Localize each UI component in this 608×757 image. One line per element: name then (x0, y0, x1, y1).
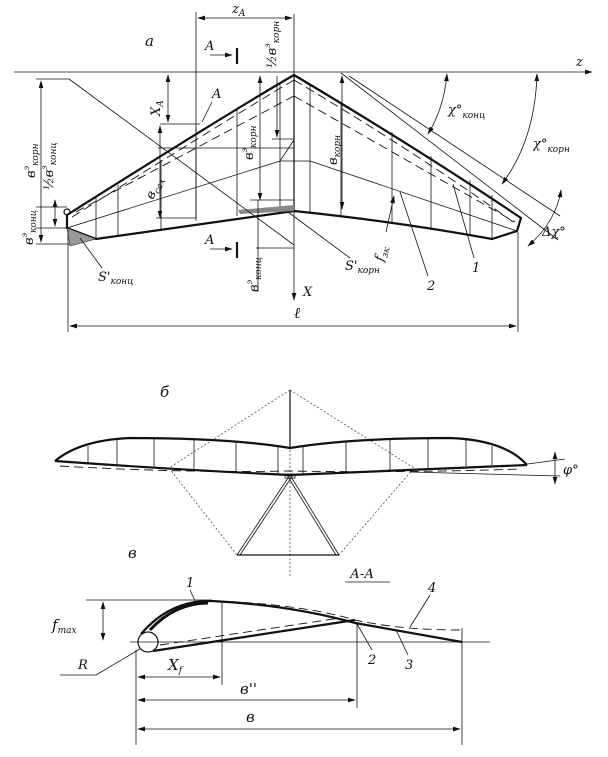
leading-edge-dash (71, 79, 517, 225)
point-a-label: A (211, 87, 221, 102)
upper-wires (168, 389, 415, 469)
callout-2-leader (399, 191, 429, 277)
dihedral-line (519, 458, 566, 466)
be-tip-left-label: вэконц (20, 210, 39, 245)
callout-s4: 4 (427, 581, 436, 596)
xf-label: Xf (167, 656, 184, 676)
upper-surface-dashed-4 (214, 600, 463, 631)
plan-view: а z X zA (14, 2, 593, 332)
callout-1: 1 (472, 261, 480, 276)
lower-surface-dashed (159, 617, 341, 646)
callout-s3: 3 (405, 658, 413, 673)
leading-edge-tube (137, 631, 159, 653)
wing-top-surface (54, 436, 528, 466)
broot-label: вкорн (326, 135, 343, 165)
s-root-label: S'корн (345, 259, 380, 276)
section-mark-bottom: A (204, 233, 239, 258)
xa-label: XA (149, 100, 166, 117)
lower-wires (168, 467, 415, 556)
callout-s4-leader (409, 594, 431, 628)
s-tip-label: S'конц (98, 270, 134, 287)
root-area-hatch (238, 205, 294, 214)
fmax-label: fmax (51, 616, 77, 636)
b2-label: в'' (240, 680, 257, 698)
z-axis-label: z (575, 55, 583, 70)
x-axis-label: X (302, 285, 313, 300)
radius-leader (60, 648, 141, 676)
front-view: б φ° (54, 383, 579, 576)
s-tip-leader (79, 237, 103, 269)
callout-s2: 2 (367, 653, 376, 668)
span-label: ℓ (294, 304, 300, 322)
ftk-arrow (385, 195, 395, 233)
control-frame (236, 474, 340, 556)
dihedral-label: φ° (563, 463, 579, 478)
chord-label: в (246, 708, 255, 726)
ftk-label: fзк (372, 244, 393, 265)
view-label-b: б (160, 383, 170, 401)
front-ribs (87, 438, 493, 474)
section-title: А-А (349, 567, 374, 582)
root-line (279, 139, 295, 162)
callout-s3-leader (395, 629, 409, 656)
sweep-line-root (348, 75, 561, 217)
wing-inner-line (59, 465, 523, 473)
point-a-leader (201, 101, 213, 123)
left-tip-cap (63, 208, 71, 216)
lower-surface (152, 618, 356, 653)
view-label-a: а (145, 32, 154, 50)
bmac-label: всах (143, 174, 168, 202)
callout-s2-leader (356, 623, 373, 651)
callout-1-leader (452, 183, 475, 259)
za-label: zA (231, 2, 246, 19)
delta-sweep-arc (527, 189, 563, 247)
mac-construction-line (68, 78, 295, 246)
section-mark-top: A (204, 39, 239, 64)
delta-sweep-label: Δχ° (541, 225, 566, 240)
half-be-tip-label: ½вэконц (40, 142, 59, 190)
svg-text:A: A (204, 39, 214, 54)
half-be-root-label: ½вэкорн (263, 21, 282, 68)
sweep-tip-arc (427, 73, 449, 135)
crossbar-line (71, 95, 516, 223)
be-root-left-label: вэкорн (22, 143, 41, 178)
wing-planform (65, 73, 523, 241)
horizontal-reference (409, 471, 561, 477)
callout-s1-leader (189, 589, 197, 604)
view-label-v: в (128, 544, 137, 562)
be-root-label: вэкорн (240, 125, 259, 160)
sweep-line-tip (340, 72, 559, 241)
section-view: в А-А fmax R Xf в'' в 1 2 3 (51, 544, 490, 745)
s-root-leader (287, 211, 351, 259)
be-tip-root-label: вэконц (245, 257, 264, 292)
radius-label: R (77, 658, 88, 673)
svg-text:A: A (204, 233, 214, 248)
sweep-tip-label: χ°конц (447, 103, 485, 121)
batten-1 (148, 601, 209, 632)
sweep-root-label: χ°корн (532, 137, 570, 155)
sweep-root-arc (501, 73, 540, 185)
wing-bottom-surface (54, 459, 528, 477)
inner-trailing-line (66, 160, 518, 232)
callout-2: 2 (426, 279, 435, 294)
callout-s1: 1 (186, 576, 194, 591)
